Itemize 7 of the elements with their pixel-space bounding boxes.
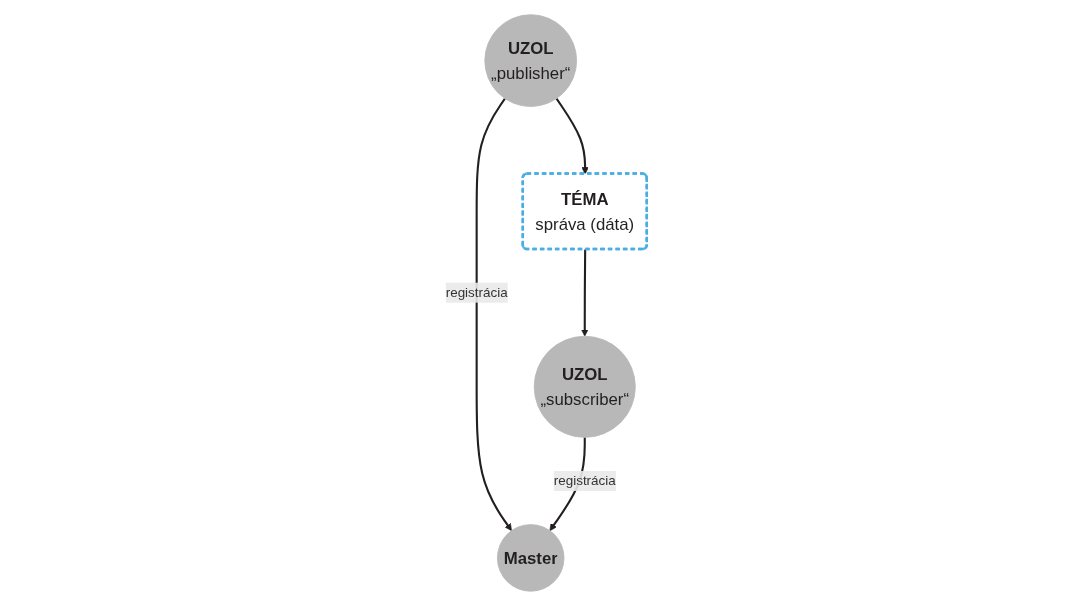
node-circle: UZOL „publisher“ xyxy=(484,14,577,107)
arrow xyxy=(475,98,512,531)
edge-label: registrácia xyxy=(553,473,616,488)
edge-label: registrácia xyxy=(445,285,508,300)
node-circle: Master xyxy=(496,524,565,592)
node-circle: UZOL „subscriber“ xyxy=(533,335,636,438)
arrow xyxy=(580,249,589,337)
